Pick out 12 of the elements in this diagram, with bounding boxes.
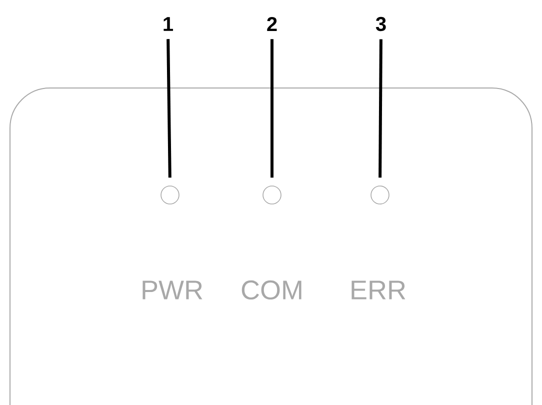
led-indicator [262, 186, 282, 204]
indicator-label: PWR [142, 280, 202, 300]
indicator-label: COM [242, 280, 302, 300]
led-indicator [370, 186, 390, 204]
led-indicator [160, 186, 180, 204]
callout-number: 2 [267, 17, 277, 31]
callout-number: 1 [164, 17, 174, 31]
leader-line [270, 39, 274, 178]
leader-line [378, 39, 382, 178]
indicator-label: ERR [352, 280, 406, 300]
leader-line [166, 39, 172, 178]
callout-number: 3 [376, 16, 386, 32]
